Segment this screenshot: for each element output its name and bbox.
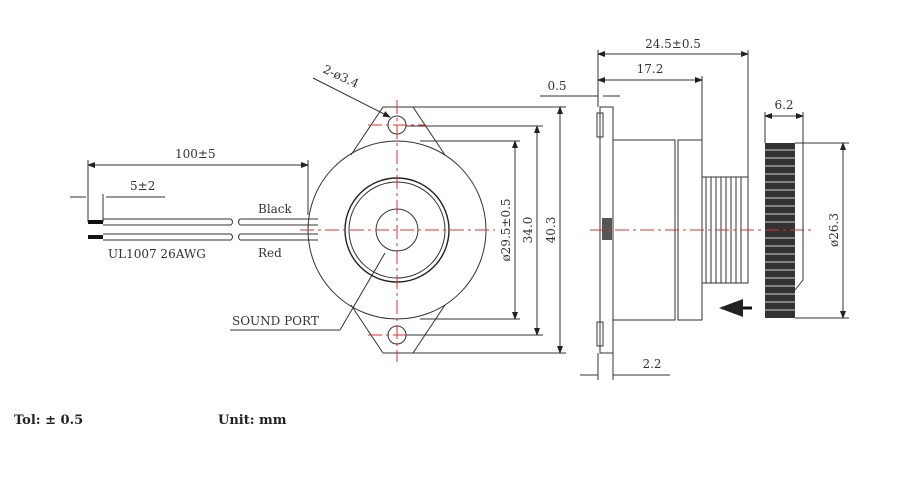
wire-red-label: Red [258,246,282,260]
front-view: Black Red UL1007 26AWG 100±5 5±2 2-ø3.4 … [70,62,566,362]
terminal [602,218,612,240]
wire-length-label: 100±5 [175,147,216,161]
wire-spec-label: UL1007 26AWG [108,247,206,261]
wire-black-label: Black [258,202,293,216]
flange-length-label: 40.3 [544,217,558,244]
sound-port-leader [230,252,386,331]
body-length-label: 17.2 [637,62,664,76]
tolerance-note: Tol: ± 0.5 [14,413,83,428]
unit-note: Unit: mm [218,413,287,428]
nut-width-label: 6.2 [774,98,793,112]
plate-thickness-label: 2.2 [642,357,661,371]
stripped-end-black [88,220,103,224]
wires [88,218,318,241]
plate-gap-label: 0.5 [547,79,566,93]
hole-pitch-label: 34.0 [521,217,535,244]
hole-spec-label: 2-ø3.4 [321,62,362,91]
strip-length-label: 5±2 [130,179,155,193]
sound-port-label: SOUND PORT [232,314,319,328]
stripped-end-red [88,235,103,239]
side-view: 24.5±0.5 17.2 0.5 6.2 ø26.3 2.2 [540,37,849,380]
hole-leader [312,77,391,118]
body-diameter-label: ø29.5±0.5 [499,198,513,261]
nut-diameter-label: ø26.3 [827,213,841,247]
total-length-label: 24.5±0.5 [645,37,701,51]
